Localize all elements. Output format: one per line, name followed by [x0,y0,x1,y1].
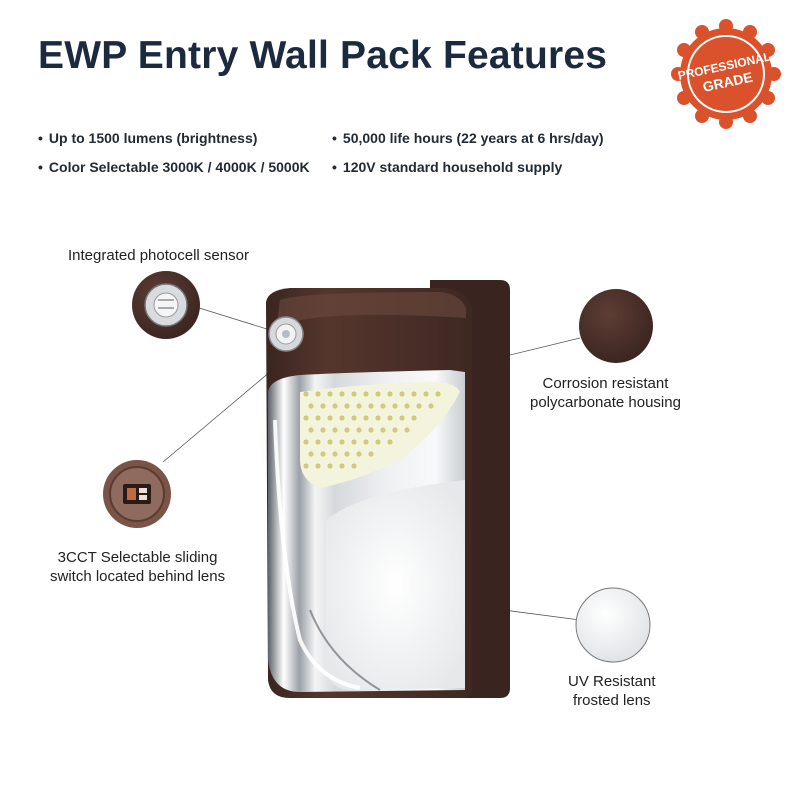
callout-switch-line2: switch located behind lens [50,568,226,585]
led-dot [387,391,393,397]
led-dot [375,415,381,421]
led-dot [315,463,321,469]
callout-photocell: Integrated photocell sensor [68,246,249,265]
led-dot [308,403,314,409]
led-dot [356,427,362,433]
led-dot [315,439,321,445]
led-dot [315,415,321,421]
led-dot [327,439,333,445]
led-dot [308,451,314,457]
photocell-detail-circle [132,271,200,339]
page-title: EWP Entry Wall Pack Features [38,34,608,77]
callout-photocell-text: Integrated photocell sensor [68,247,249,264]
led-dot [327,463,333,469]
led-dot [332,403,338,409]
led-dot [344,403,350,409]
switch-detail-circle [103,460,171,528]
led-dot [339,463,345,469]
led-dot [351,439,357,445]
led-dot [356,451,362,457]
led-dot [363,439,369,445]
callout-lens-line2: frosted lens [573,692,651,709]
led-dot [351,415,357,421]
callout-lens: UV Resistant frosted lens [568,672,656,710]
led-dot [339,415,345,421]
led-dot [423,391,429,397]
led-dot [303,463,309,469]
housing-material-circle [579,289,653,363]
led-dot [339,391,345,397]
lens-material-circle [575,587,651,663]
callout-housing-line1: Corrosion resistant [542,375,669,392]
led-dot [392,403,398,409]
led-dot [363,415,369,421]
led-dot [315,391,321,397]
led-dot [428,403,434,409]
led-dot [392,427,398,433]
led-dot [363,391,369,397]
led-dot [399,391,405,397]
led-dot [368,451,374,457]
led-dot [380,427,386,433]
callout-switch: 3CCT Selectable sliding switch located b… [50,548,225,586]
callout-housing-line2: polycarbonate housing [530,394,681,411]
led-dot [351,391,357,397]
led-dot [344,427,350,433]
callout-lens-line1: UV Resistant [568,673,656,690]
led-dot [332,451,338,457]
led-dot [404,403,410,409]
led-dot [320,403,326,409]
led-dot [332,427,338,433]
photocell-sensor [268,316,304,352]
led-dot [375,439,381,445]
led-dot [320,451,326,457]
led-dot [339,439,345,445]
led-dot [411,415,417,421]
led-dot [416,403,422,409]
callout-housing: Corrosion resistant polycarbonate housin… [530,374,681,412]
led-dot [303,439,309,445]
led-dot [303,391,309,397]
led-dot [399,415,405,421]
led-dot [380,403,386,409]
led-dot [303,415,309,421]
bullet-supply: 120V standard household supply [332,159,562,175]
bullet-life-hours: 50,000 life hours (22 years at 6 hrs/day… [332,130,604,146]
led-dot [435,391,441,397]
led-dot [375,391,381,397]
led-dot [404,427,410,433]
led-dot [356,403,362,409]
led-dot [308,427,314,433]
callout-switch-line1: 3CCT Selectable sliding [57,549,218,566]
led-dot [320,427,326,433]
led-dot [327,391,333,397]
bullet-color-select: Color Selectable 3000K / 4000K / 5000K [38,159,310,175]
led-dot [411,391,417,397]
led-dot [327,415,333,421]
led-dot [368,427,374,433]
led-dot [387,415,393,421]
led-dot [387,439,393,445]
professional-grade-badge: PROFESSIONAL GRADE [671,19,781,129]
led-dot [344,451,350,457]
bullet-lumens: Up to 1500 lumens (brightness) [38,130,257,146]
led-dot [351,463,357,469]
led-dot [368,403,374,409]
